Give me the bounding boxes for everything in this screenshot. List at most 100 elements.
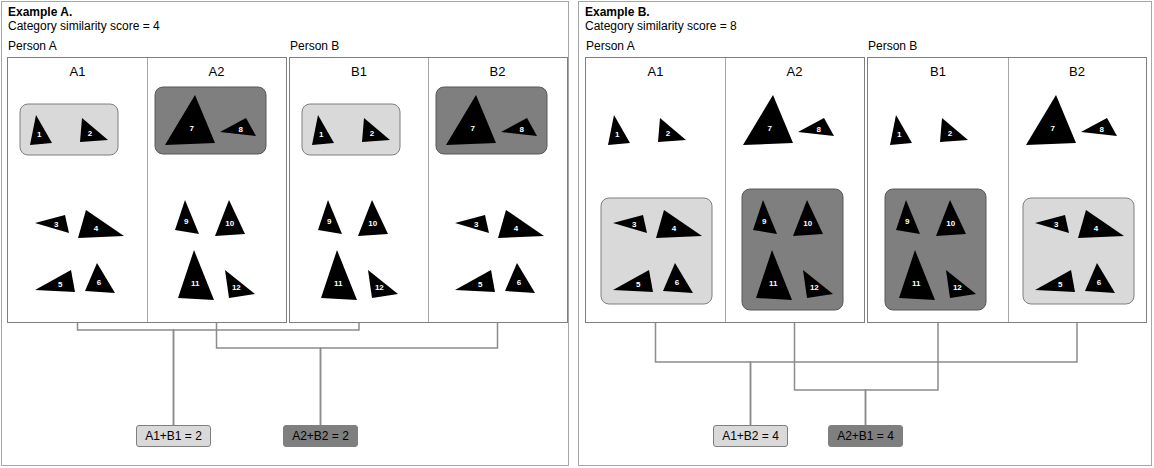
triangle-fill: [608, 115, 630, 145]
triangle-stimulus: 1: [30, 115, 52, 145]
triangle-stimulus: 6: [505, 263, 535, 293]
bracket-connector: [174, 322, 360, 425]
triangle-number: 12: [953, 283, 962, 292]
person-heading: Person B: [868, 39, 917, 53]
triangle-stimulus: 7: [1026, 95, 1076, 145]
pair-score-box: A1+B1 = 2: [136, 425, 211, 447]
triangle-number: 2: [948, 129, 952, 138]
category-heading: A2: [725, 64, 864, 79]
triangle-number: 3: [632, 219, 636, 228]
triangle-number: 7: [767, 123, 771, 132]
triangle-fill: [321, 250, 357, 300]
triangle-fill: [501, 118, 537, 136]
triangle-shape: [940, 118, 968, 142]
triangle-fill: [446, 95, 496, 145]
triangle-stimulus: 4: [656, 210, 702, 238]
triangle-stimulus: 2: [362, 118, 390, 142]
triangle-stimulus: 2: [658, 118, 686, 142]
triangle-stimulus: 3: [455, 215, 489, 233]
triangle-shape: [899, 250, 935, 300]
triangle-fill: [35, 270, 75, 292]
triangle-number: 12: [375, 283, 384, 292]
triangle-fill: [1035, 215, 1069, 233]
triangle-shape: [78, 210, 124, 238]
triangle-number: 9: [327, 217, 331, 226]
triangle-number: 5: [58, 280, 62, 289]
bracket-connector: [866, 322, 939, 425]
category-box: B1129101112: [290, 58, 428, 322]
example-panel: Example A.Category similarity score = 4P…: [2, 2, 568, 465]
category-box: A2789101112: [147, 58, 286, 322]
triangle-number: 11: [769, 278, 777, 287]
triangle-shape: [215, 200, 245, 236]
bracket-connector: [795, 322, 866, 425]
triangle-stimulus: 5: [1035, 270, 1075, 292]
triangle-shape: [613, 270, 653, 292]
triangle-fill: [656, 210, 702, 238]
triangle-number: 10: [368, 219, 377, 228]
dark-group: [155, 87, 266, 154]
triangle-fill: [613, 270, 653, 292]
triangle-fill: [803, 270, 833, 298]
triangle-stimulus: 7: [165, 95, 215, 145]
category-box: B2783456: [428, 58, 567, 322]
triangle-fill: [1035, 270, 1075, 292]
triangle-number: 7: [470, 123, 474, 132]
triangle-fill: [940, 118, 968, 142]
triangle-fill: [946, 270, 976, 298]
triangle-fill: [793, 200, 823, 236]
triangle-shape: [1078, 210, 1124, 238]
score-caption: Category similarity score = 4: [8, 19, 160, 33]
person-heading: Person B: [290, 39, 339, 53]
triangle-fill: [455, 215, 489, 233]
triangle-number: 4: [1094, 224, 1098, 233]
triangle-stimulus: 8: [1081, 118, 1117, 136]
triangle-number: 3: [1054, 219, 1058, 228]
triangle-fill: [1078, 210, 1124, 238]
triangle-fill: [663, 263, 693, 293]
category-heading: A1: [586, 64, 725, 79]
person-box: Person BB1129101112B2783456: [868, 58, 1146, 322]
example-panel: Example B.Category similarity score = 8P…: [579, 2, 1151, 465]
category-box: A1123456: [586, 58, 725, 322]
triangle-number: 2: [370, 129, 374, 138]
triangle-stimulus: 10: [936, 200, 966, 236]
triangle-number: 6: [97, 278, 101, 287]
triangle-number: 10: [225, 219, 234, 228]
triangle-number: 8: [1099, 124, 1103, 133]
triangle-stimulus: 12: [946, 270, 976, 298]
triangle-fill: [890, 115, 912, 145]
triangle-fill: [658, 118, 686, 142]
triangle-stimulus: 1: [608, 115, 630, 145]
category-box: A2789101112: [725, 58, 864, 322]
triangle-stimulus: 4: [498, 210, 544, 238]
triangle-stimulus: 2: [80, 118, 108, 142]
triangle-number: 4: [672, 224, 676, 233]
triangle-fill: [798, 118, 834, 136]
triangle-fill: [30, 115, 52, 145]
category-heading: B2: [428, 64, 567, 79]
category-heading: B1: [290, 64, 428, 79]
triangle-fill: [368, 270, 398, 298]
triangle-fill: [220, 118, 256, 136]
triangle-stimulus: 9: [318, 200, 342, 234]
triangle-fill: [1081, 118, 1117, 136]
triangle-number: 1: [37, 130, 41, 139]
triangle-stimulus: 8: [220, 118, 256, 136]
triangle-number: 11: [334, 278, 342, 287]
triangle-fill: [165, 95, 215, 145]
triangle-fill: [613, 215, 647, 233]
triangle-shape: [362, 118, 390, 142]
triangle-fill: [1026, 95, 1076, 145]
bracket-connector: [656, 322, 751, 425]
triangle-stimulus: 3: [613, 215, 647, 233]
triangle-number: 8: [519, 124, 523, 133]
triangle-number: 5: [636, 280, 640, 289]
triangle-shape: [80, 118, 108, 142]
triangle-number: 2: [88, 129, 92, 138]
triangle-shape: [321, 250, 357, 300]
triangle-fill: [505, 263, 535, 293]
triangle-shape: [798, 118, 834, 136]
triangle-fill: [753, 200, 777, 234]
